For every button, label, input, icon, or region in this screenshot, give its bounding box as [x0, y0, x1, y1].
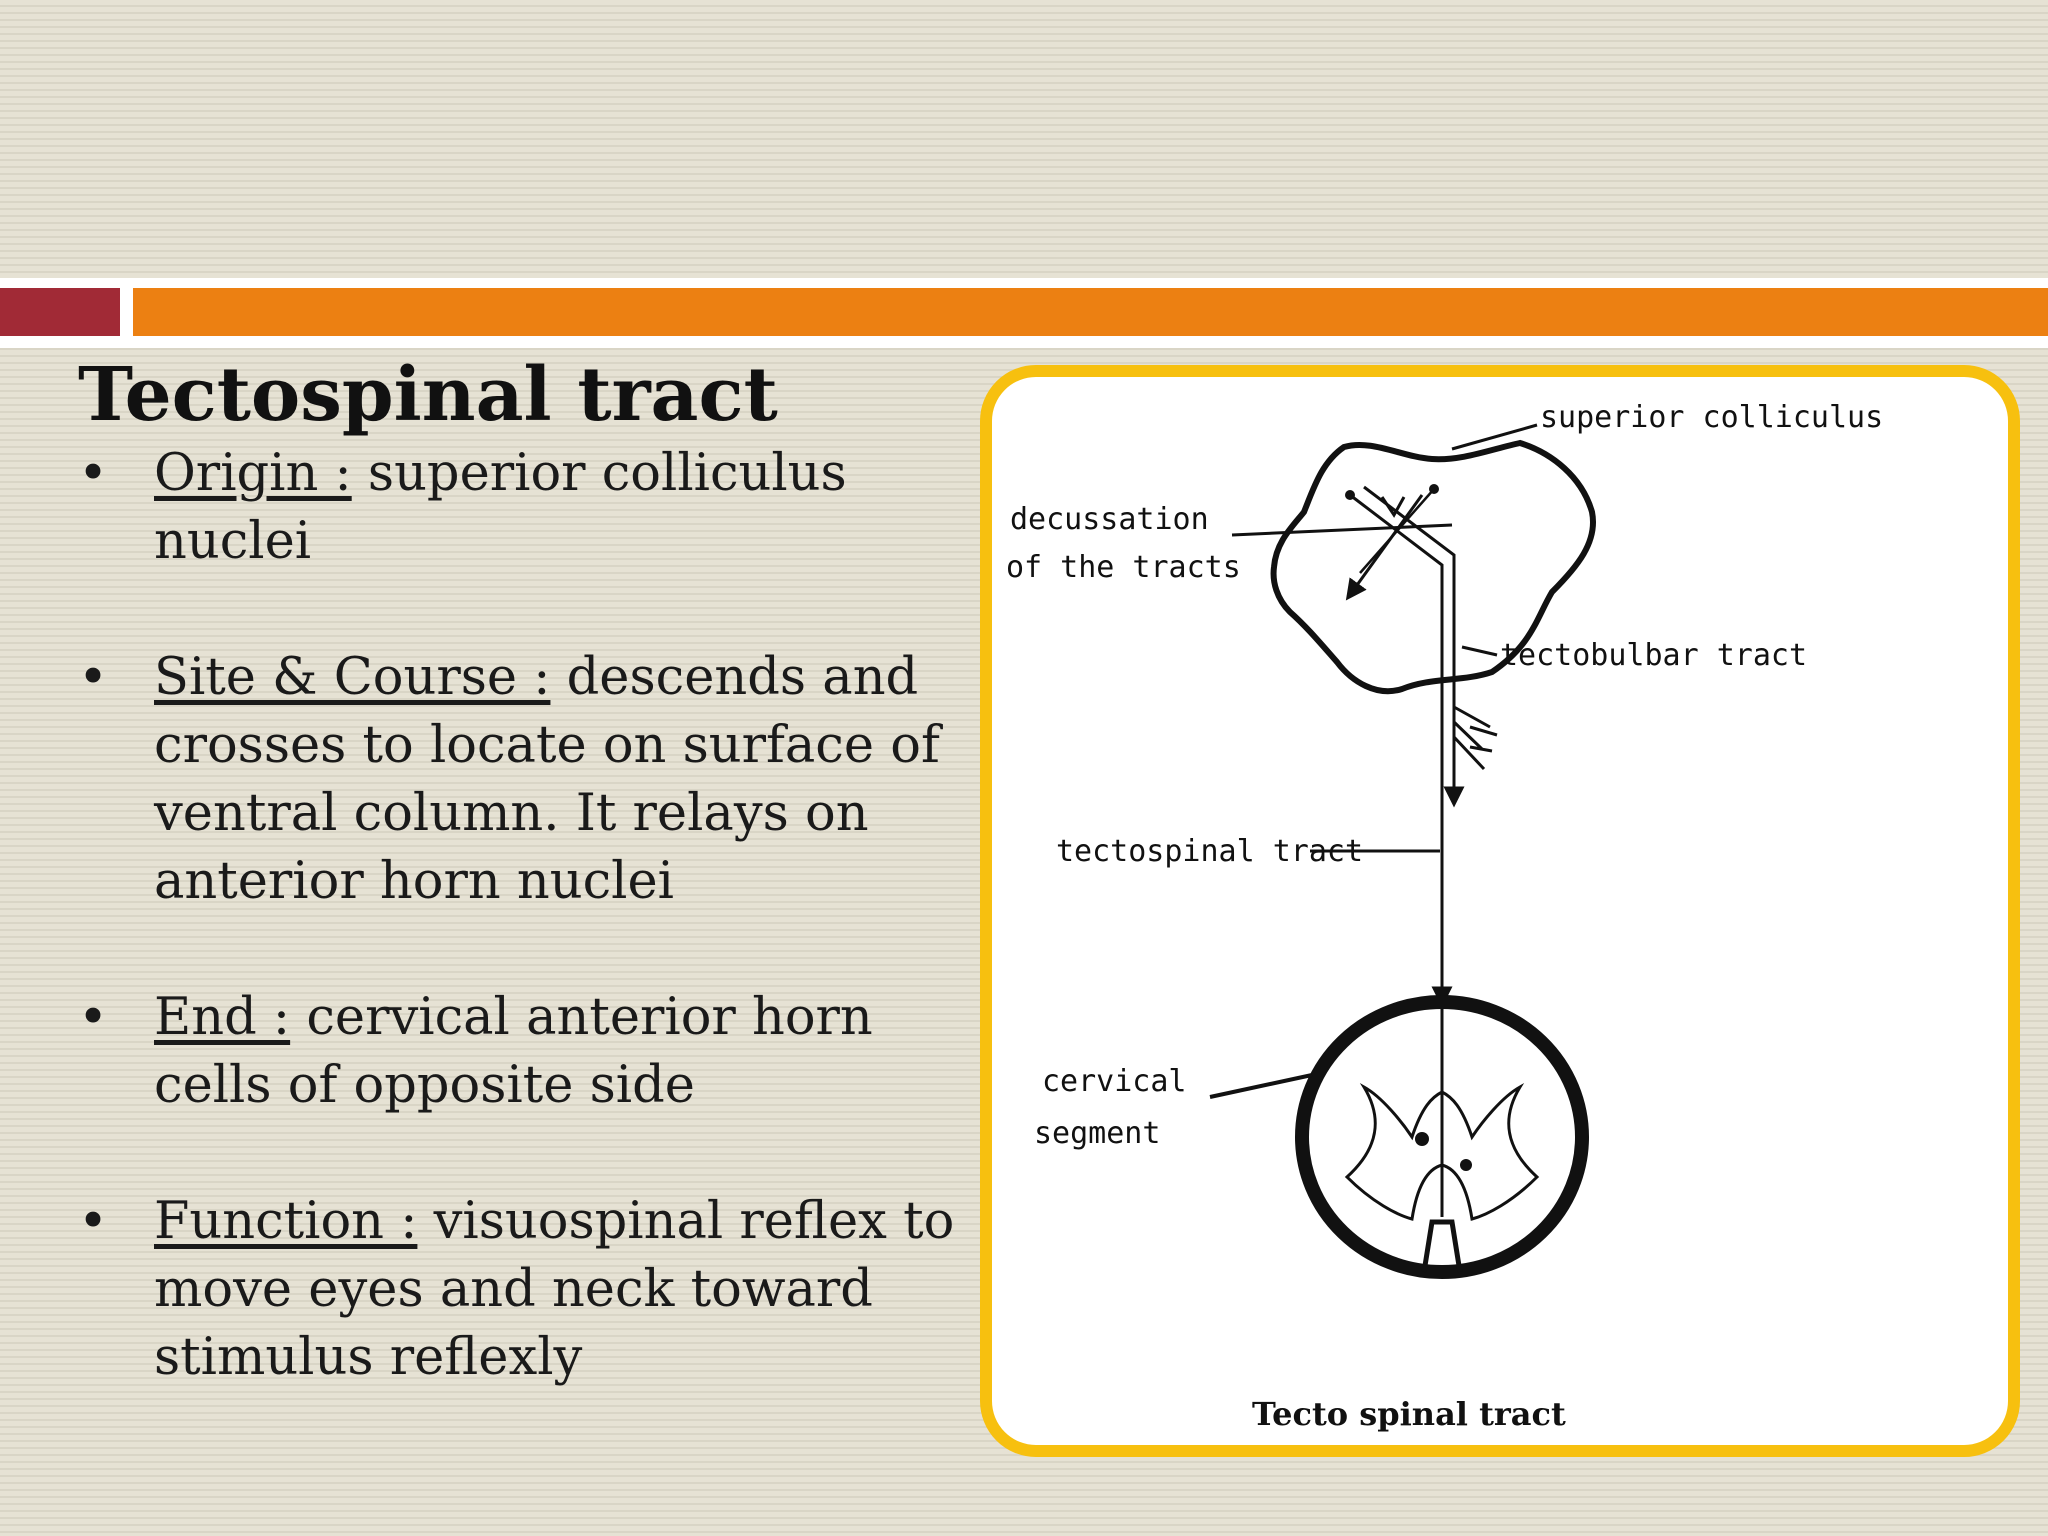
- bullet-site-course: • Site & Course : descends and crosses t…: [78, 644, 958, 916]
- bullet-text: anterior horn nuclei: [154, 852, 674, 911]
- bullet-text: nuclei: [154, 512, 312, 571]
- label-cervical-line2: segment: [1034, 1116, 1160, 1151]
- leader-cervical: [1209, 1073, 1313, 1099]
- header-divider-top: [0, 278, 2048, 288]
- label-decussation-line2: of the tracts: [1006, 550, 1241, 585]
- diagram-frame: superior colliculus decussation of the t…: [980, 365, 2020, 1457]
- label-tectospinal: tectospinal tract: [1056, 834, 1363, 869]
- label-cervical-line1: cervical: [1042, 1064, 1187, 1099]
- bullet-text: descends and: [550, 648, 919, 707]
- slide-title: Tectospinal tract: [78, 352, 778, 438]
- bullet-text: move eyes and neck toward: [154, 1260, 873, 1319]
- diagram-caption: Tecto spinal tract: [1252, 1395, 1566, 1433]
- spinal-cord-outline: [1295, 995, 1589, 1279]
- colliculus-notch: [1380, 496, 1406, 518]
- bullet-text: cells of opposite side: [154, 1056, 695, 1115]
- bullet-text: superior colliculus: [351, 444, 847, 503]
- header-accent-red: [0, 288, 120, 336]
- header-accent-orange: [133, 288, 2048, 336]
- tectospinal-diagram: superior colliculus decussation of the t…: [1006, 400, 1883, 1433]
- nucleus-dot: [1345, 490, 1355, 500]
- grey-matter: [1344, 1082, 1540, 1221]
- tract-terminal-dot: [1460, 1159, 1472, 1171]
- bullet-text: visuospinal reflex to: [417, 1192, 955, 1251]
- decussating-fiber: [1359, 488, 1435, 574]
- bullet-heading: Function :: [154, 1192, 418, 1251]
- bullet-dot: •: [78, 988, 109, 1047]
- decussating-fiber: [1363, 485, 1465, 808]
- bullet-dot: •: [78, 1192, 109, 1251]
- ventral-fissure: [1421, 1219, 1463, 1273]
- header-divider-bottom: [0, 336, 2048, 348]
- label-tectobulbar: tectobulbar tract: [1500, 638, 1807, 673]
- bullet-list: • Origin : superior colliculus nuclei • …: [78, 440, 958, 1392]
- bullet-end: • End : cervical anterior horn cells of …: [78, 984, 958, 1120]
- bullet-text: crosses to locate on surface of: [154, 716, 940, 775]
- label-decussation-line1: decussation: [1010, 502, 1209, 537]
- decussating-fiber: [1349, 493, 1444, 797]
- bullet-function: • Function : visuospinal reflex to move …: [78, 1188, 958, 1392]
- bullet-text: stimulus reflexly: [154, 1328, 583, 1387]
- leader-tectobulbar: [1461, 645, 1498, 657]
- slide-background-band: [0, 0, 2048, 278]
- header-accent-gap: [120, 288, 133, 336]
- nucleus-dot: [1429, 484, 1439, 494]
- leader-decussation: [1231, 523, 1453, 537]
- label-superior-colliculus: superior colliculus: [1540, 400, 1883, 435]
- bullet-heading: Site & Course :: [154, 648, 551, 707]
- bullet-text: ventral column. It relays on: [154, 784, 869, 843]
- bullet-origin: • Origin : superior colliculus nuclei: [78, 440, 958, 576]
- bullet-heading: Origin :: [154, 444, 352, 503]
- central-canal-dot: [1415, 1132, 1429, 1146]
- leader-superior-colliculus: [1451, 423, 1538, 451]
- bullet-dot: •: [78, 444, 109, 503]
- bullet-heading: End :: [154, 988, 291, 1047]
- bullet-dot: •: [78, 648, 109, 707]
- bullet-text: cervical anterior horn: [290, 988, 873, 1047]
- midbrain-outline: [1270, 439, 1597, 695]
- tectobulbar-branch: [1452, 705, 1498, 771]
